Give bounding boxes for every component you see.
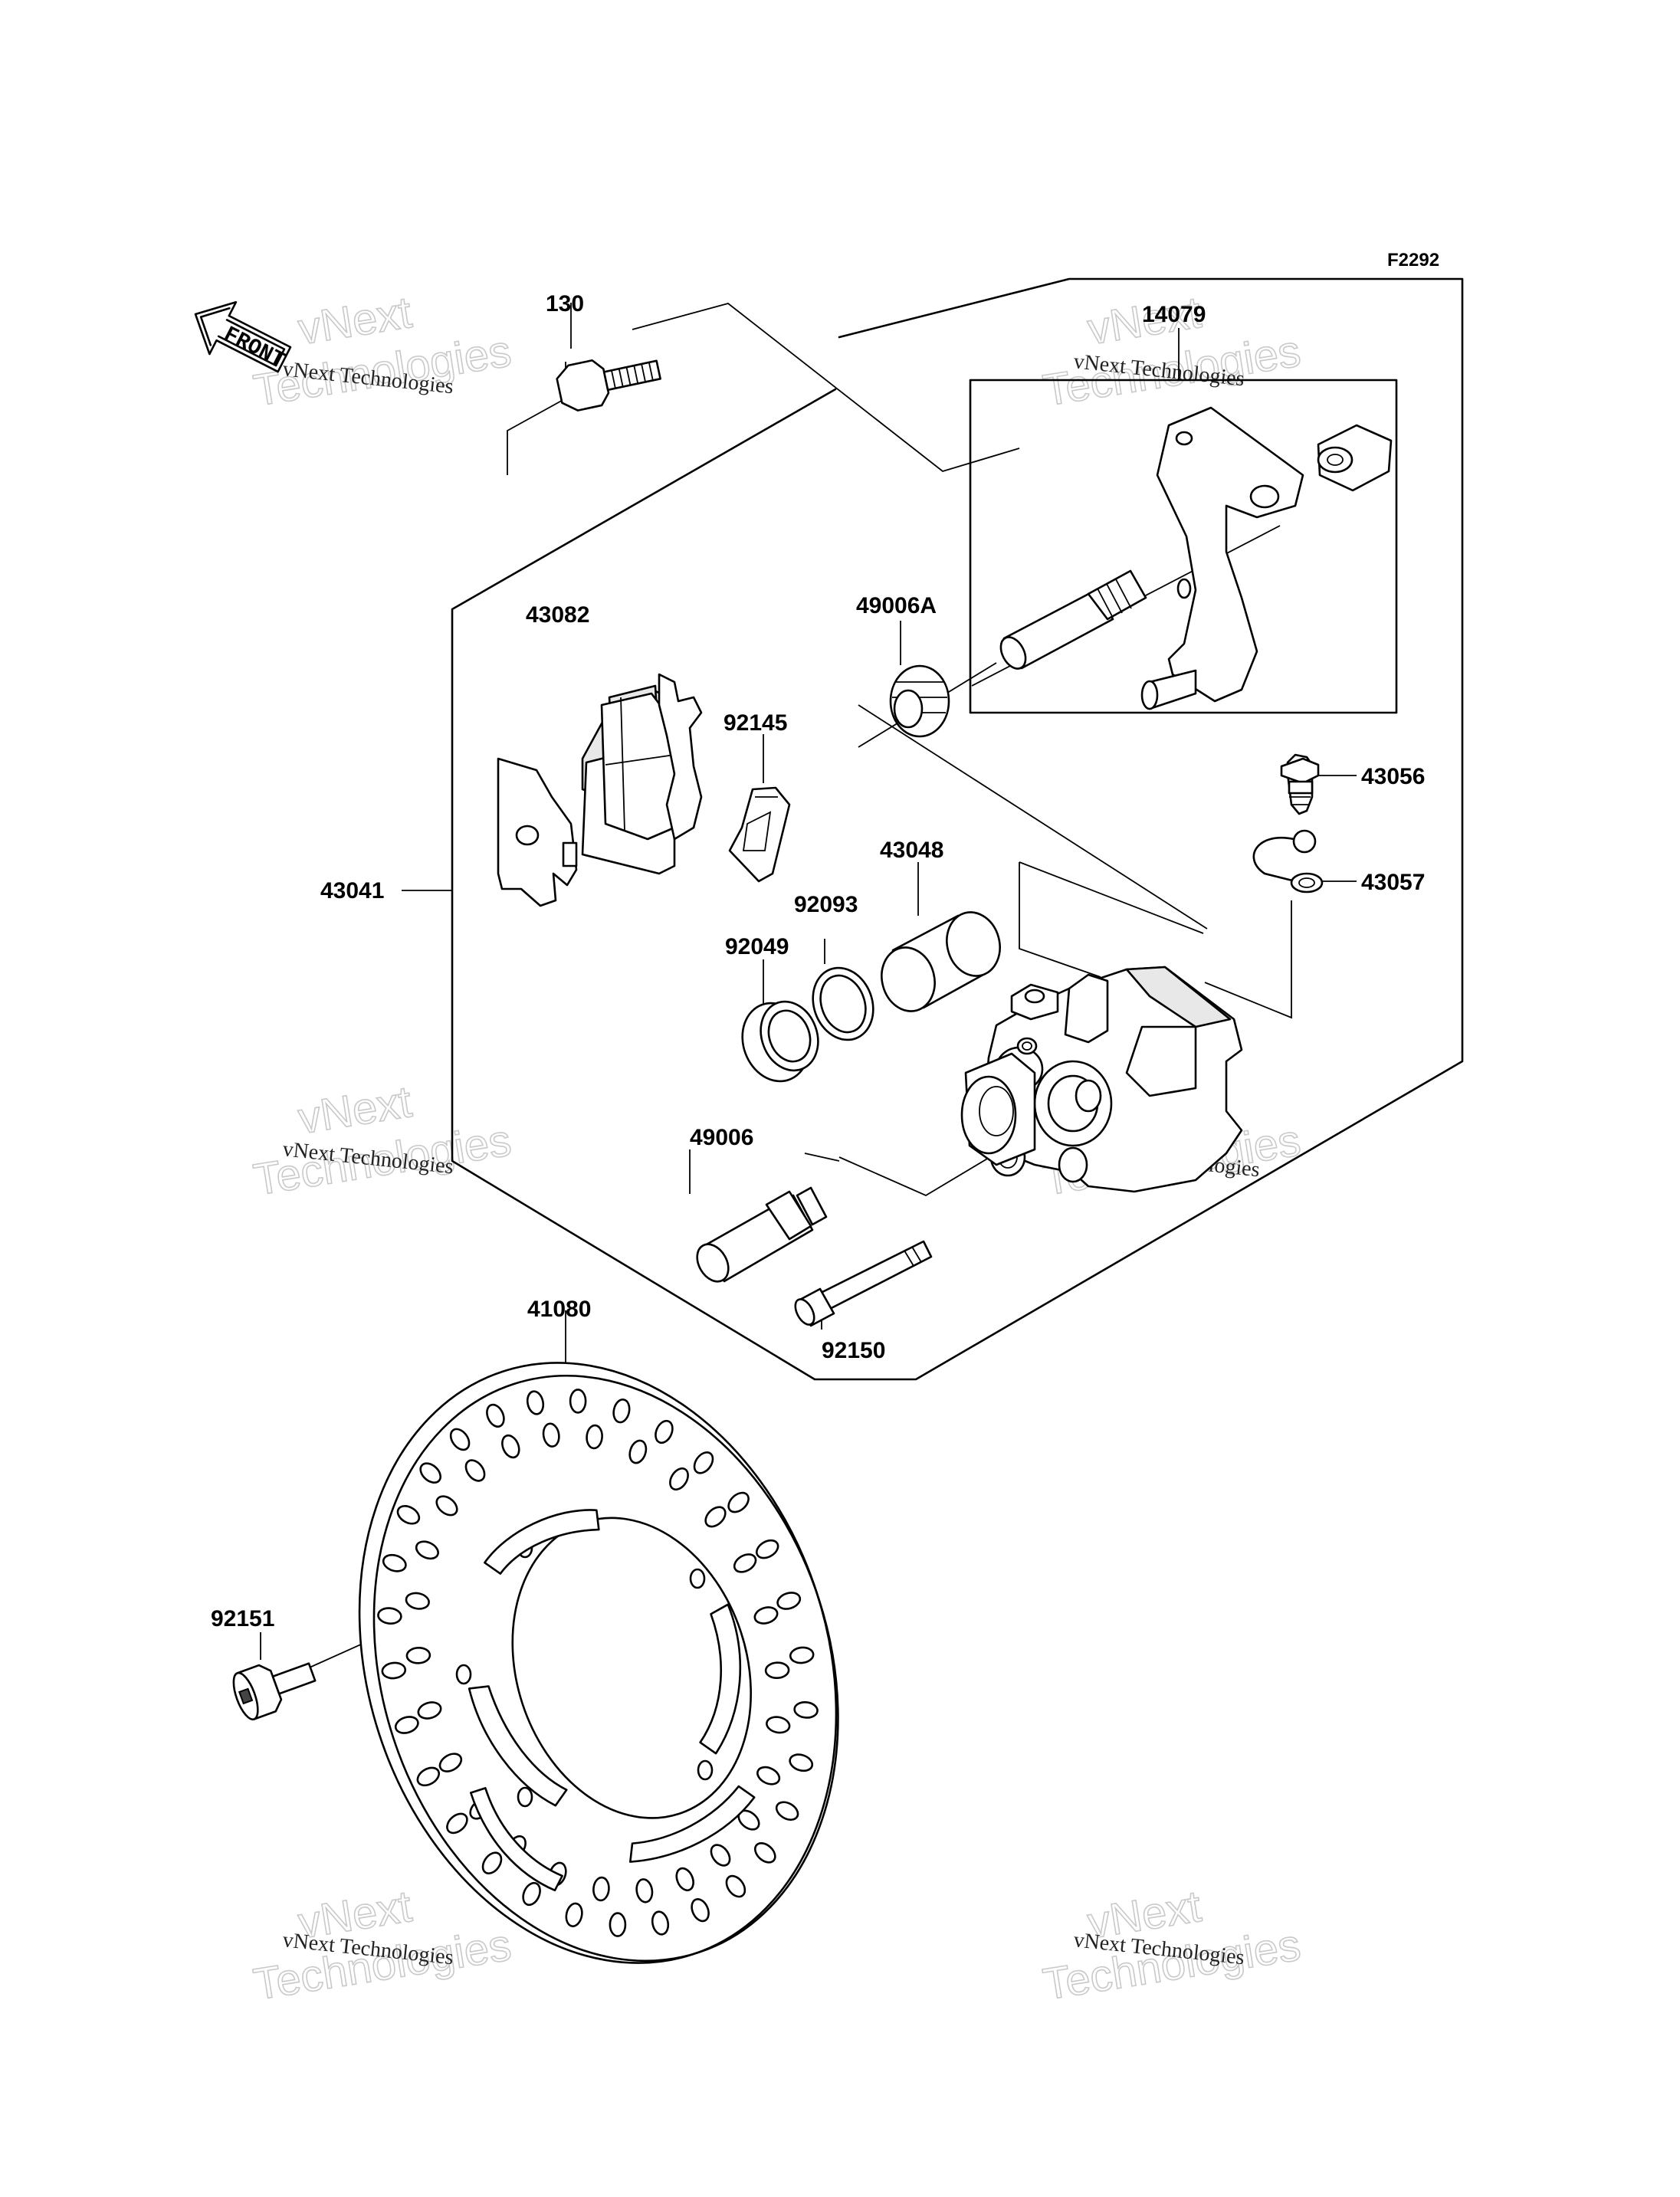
- label-92145: 92145: [724, 710, 787, 736]
- label-92151: 92151: [211, 1606, 274, 1631]
- slide-pin-49006: [696, 1186, 828, 1283]
- watermark-3: vNext Technologies: [250, 1076, 515, 1205]
- caliper-bracket-14079: [1140, 406, 1393, 710]
- disc-mount-hole: [517, 1786, 533, 1808]
- disc-hole: [725, 1874, 746, 1898]
- disc-hole: [542, 1422, 560, 1448]
- assembly-outline: [451, 277, 1464, 1381]
- disc-hole: [727, 1491, 750, 1513]
- piston-43048: [881, 911, 1001, 1012]
- bracket-subbox: [969, 379, 1398, 714]
- label-43056: 43056: [1361, 764, 1425, 789]
- disc-hole: [419, 1462, 442, 1484]
- brake-disc-41080: [358, 1362, 839, 1964]
- label-43057: 43057: [1361, 870, 1425, 895]
- disc-mount-hole: [689, 1568, 706, 1589]
- disc-hole: [381, 1661, 407, 1680]
- disc-hole: [501, 1434, 520, 1459]
- bolt-130: [556, 359, 661, 412]
- disc-hole: [635, 1878, 654, 1904]
- disc-hole: [382, 1553, 407, 1572]
- label-43082: 43082: [526, 602, 589, 628]
- disc-hole: [481, 1851, 503, 1874]
- brake-pads-43082: [497, 673, 703, 907]
- disc-hole: [464, 1459, 486, 1482]
- bleeder-valve-43056: [1280, 753, 1320, 815]
- pad-spring-92145: [728, 786, 791, 883]
- disc-hole: [396, 1505, 421, 1525]
- disc-hole: [449, 1428, 471, 1451]
- disc-mount-hole: [455, 1664, 472, 1685]
- bleeder-cap-43057: [1252, 829, 1324, 894]
- disc-hole: [753, 1842, 776, 1864]
- disc-hole: [526, 1390, 545, 1415]
- disc-hole: [704, 1506, 727, 1528]
- disc-hole: [789, 1753, 814, 1772]
- disc-hole: [522, 1881, 541, 1907]
- piston-seal-92093: [812, 966, 874, 1041]
- label-49006: 49006: [690, 1125, 753, 1150]
- label-43048: 43048: [880, 838, 943, 863]
- disc-hole: [569, 1389, 587, 1414]
- disc-hole: [756, 1766, 781, 1785]
- disc-hole: [733, 1553, 757, 1573]
- disc-hole: [793, 1701, 819, 1719]
- disc-hole: [612, 1399, 631, 1424]
- bolt-92150: [794, 1240, 933, 1327]
- disc-mount-hole: [697, 1759, 714, 1781]
- disc-hole: [435, 1495, 458, 1517]
- disc-holes: [377, 1389, 819, 1937]
- disc-hole: [691, 1898, 710, 1923]
- label-92093: 92093: [794, 892, 858, 917]
- disc-hole: [710, 1844, 731, 1867]
- disc-hole: [609, 1912, 627, 1937]
- label-14079: 14079: [1142, 302, 1206, 327]
- disc-hole: [416, 1766, 441, 1787]
- disc-hole: [405, 1646, 431, 1664]
- watermark-2: vNext Technologies: [1039, 287, 1304, 416]
- label-92049: 92049: [725, 934, 789, 959]
- screw-92151: [232, 1662, 317, 1721]
- disc-hole: [417, 1701, 442, 1720]
- disc-hole: [415, 1540, 439, 1560]
- label-41080: 41080: [527, 1297, 591, 1322]
- disc-hole: [446, 1812, 468, 1835]
- disc-hole: [586, 1424, 603, 1450]
- disc-hole: [655, 1419, 674, 1444]
- disc-hole: [669, 1467, 689, 1491]
- disc-hole: [628, 1439, 648, 1464]
- disc-hole: [693, 1451, 714, 1474]
- disc-hole: [486, 1403, 505, 1428]
- label-49006a: 49006A: [856, 593, 937, 618]
- disc-hole: [753, 1606, 779, 1625]
- disc-hole: [565, 1902, 583, 1927]
- caliper-body: [960, 966, 1243, 1193]
- disc-hole: [377, 1607, 402, 1625]
- label-43041: 43041: [320, 878, 384, 903]
- disc-hole: [775, 1801, 799, 1821]
- disc-hole: [405, 1592, 430, 1610]
- figure-code: F2292: [1387, 250, 1439, 271]
- disc-hole: [755, 1539, 779, 1559]
- disc-hole: [789, 1646, 815, 1664]
- disc-hole: [592, 1876, 610, 1902]
- disc-hole: [776, 1592, 802, 1610]
- disc-hole: [675, 1867, 694, 1892]
- label-130: 130: [546, 291, 584, 316]
- disc-hole: [394, 1716, 419, 1734]
- disc-hole: [766, 1716, 791, 1734]
- slide-pin-49006a: [999, 569, 1147, 670]
- dust-seal-92049: [741, 1000, 819, 1083]
- boot-49006a: [889, 664, 950, 738]
- label-92150: 92150: [822, 1338, 885, 1363]
- disc-hole: [764, 1661, 790, 1680]
- disc-hole: [438, 1753, 463, 1772]
- disc-hole: [651, 1910, 670, 1936]
